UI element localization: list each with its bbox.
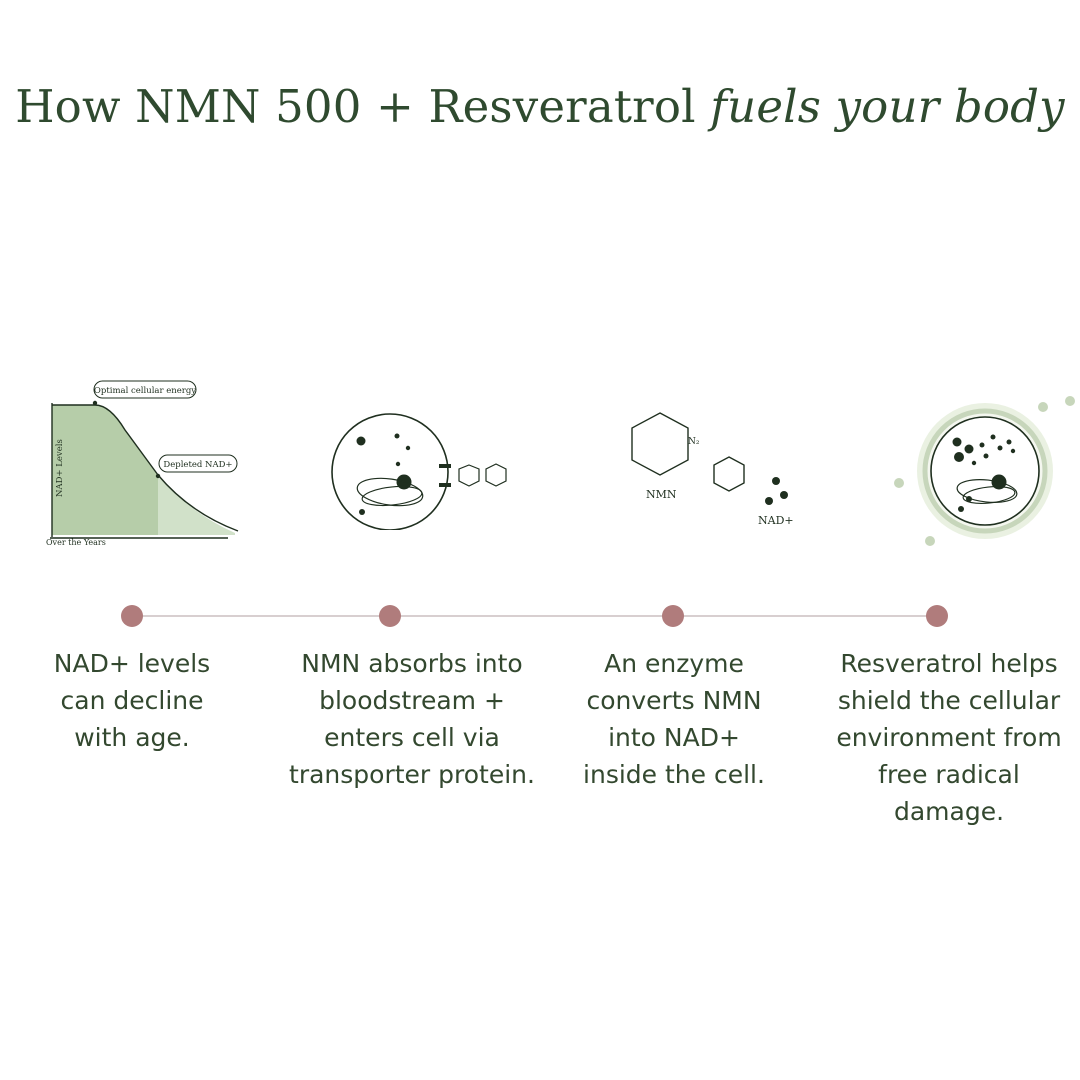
timeline-dot-2 <box>379 605 401 627</box>
organelle-dot-r7 <box>983 453 989 459</box>
organelle-dot-r8 <box>1006 439 1012 445</box>
step-2-text: NMN absorbs into bloodstream + enters ce… <box>289 649 535 789</box>
free-radical-3 <box>894 478 904 488</box>
orbit-ring-r2 <box>962 486 1016 504</box>
callout-box-depleted <box>158 454 238 473</box>
nad-dot-2 <box>780 491 788 499</box>
free-radical-4 <box>925 536 935 546</box>
cell-membrane-resveratrol <box>930 416 1040 526</box>
organelle-dot-r2 <box>964 444 974 454</box>
organelle-dot-r3 <box>954 452 964 462</box>
organelle-dot-r5 <box>990 434 996 440</box>
enzyme-conversion-illustration: N₂ NMN NAD+ <box>631 412 794 527</box>
organelle-dot-r6 <box>997 445 1003 451</box>
step-4-text: Resveratrol helps shield the cellular en… <box>836 649 1062 826</box>
title-main: How NMN 500 + Resveratrol <box>15 80 711 133</box>
callout-optimal: Optimal cellular energy <box>94 386 196 396</box>
orbit-ring-2 <box>361 485 423 507</box>
free-radical-2 <box>1065 396 1075 406</box>
nad-dot-3 <box>765 497 773 505</box>
organelle-dot-4 <box>395 461 401 467</box>
free-radical-1 <box>1038 402 1048 412</box>
transporter-protein-bottom <box>439 483 451 487</box>
callout-box-optimal <box>93 380 197 399</box>
y-axis-label: NAD+ Levels <box>55 439 65 497</box>
nmn-molecule-1 <box>458 464 480 487</box>
nmn-molecule-2 <box>485 463 507 487</box>
step-3-text: An enzyme converts NMN into NAD+ inside … <box>583 649 765 789</box>
orbit-ring-r1 <box>956 479 1018 503</box>
organelle-dot-r12 <box>958 506 964 512</box>
organelle-dot-5 <box>359 509 365 515</box>
intermediate-hexagon <box>713 456 745 492</box>
graph-area-light <box>158 475 235 535</box>
nmn-hexagon <box>631 412 689 476</box>
organelle-dot-r11 <box>966 496 972 502</box>
x-axis-label: Over the Years <box>46 538 106 547</box>
nad-decline-graph: Optimal cellular energy Depleted NAD+ NA… <box>46 380 239 547</box>
organelle-dot-3 <box>405 445 411 451</box>
orbit-ring-1 <box>356 477 424 507</box>
organelle-dot-r4 <box>979 442 985 448</box>
organelle-dot-1 <box>356 436 366 446</box>
graph-point-depleted <box>155 473 161 479</box>
timeline-dot-4 <box>926 605 948 627</box>
timeline-dot-1 <box>121 605 143 627</box>
nad-dot-1 <box>772 477 780 485</box>
organelle-dot-r1 <box>952 437 962 447</box>
title-italic: fuels your body <box>710 80 1065 133</box>
graph-point-optimal <box>92 400 98 406</box>
graph-area-dark <box>52 405 158 535</box>
cell-membrane <box>331 413 449 530</box>
transporter-protein-top <box>439 464 451 468</box>
callout-depleted: Depleted NAD+ <box>163 460 232 470</box>
timeline-line <box>132 615 938 617</box>
organelle-dot-r10 <box>971 460 977 466</box>
n2-label: N₂ <box>688 437 700 447</box>
cell-transport-illustration <box>331 413 507 530</box>
organelle-dot-2 <box>394 433 400 439</box>
step-1-text: NAD+ levels can decline with age. <box>53 649 211 752</box>
resveratrol-shield-illustration <box>894 396 1075 546</box>
organelle-dot-r9 <box>1010 448 1016 454</box>
page-title: How NMN 500 + Resveratrol fuels your bod… <box>0 80 1080 133</box>
timeline-dot-3 <box>662 605 684 627</box>
nmn-label: NMN <box>646 488 677 501</box>
nad-label: NAD+ <box>758 514 794 527</box>
